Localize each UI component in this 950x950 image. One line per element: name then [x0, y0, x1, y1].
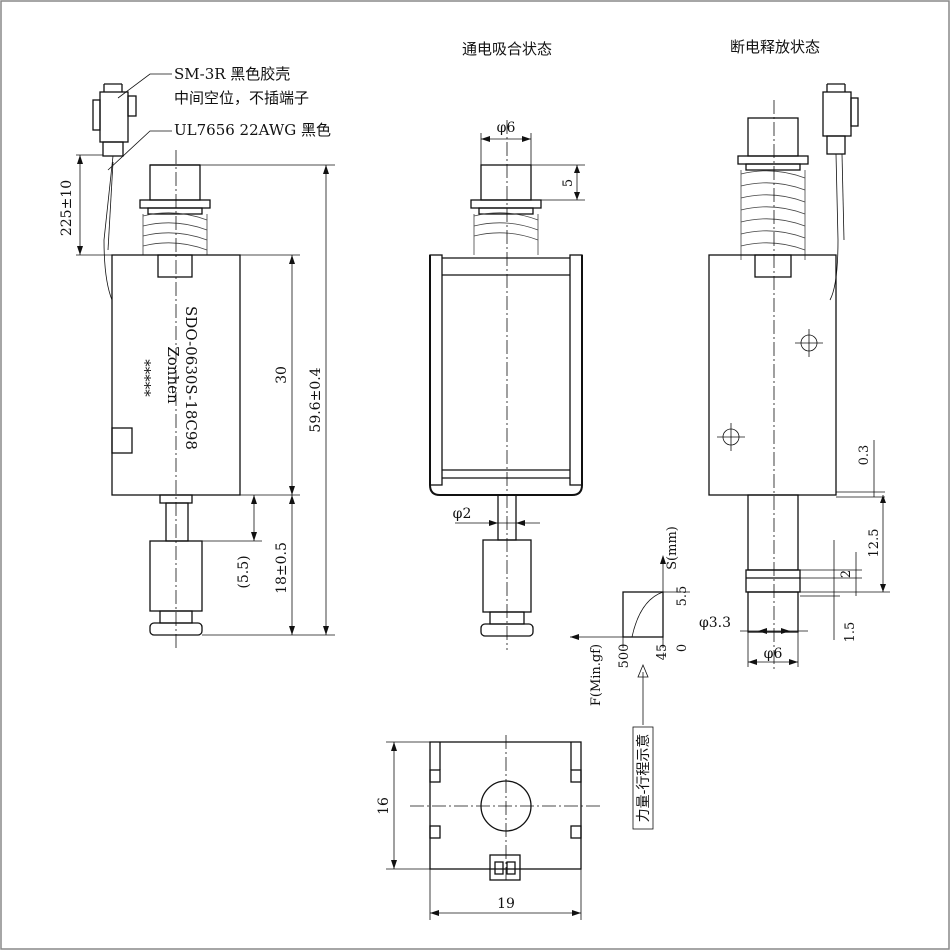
- callout-leader-connector: [117, 73, 172, 99]
- dim-plunger-ref: [202, 495, 262, 542]
- dim-two-label: 2: [839, 570, 854, 578]
- dim-top-stroke: [531, 164, 585, 201]
- solenoid-body-right: [708, 254, 837, 496]
- middle-energized-view: φ6 5 φ2: [429, 120, 585, 650]
- mount-hole-icon: [717, 423, 745, 451]
- dim-lead-length-label: 225±10: [59, 180, 75, 236]
- dim-side-width-label: 19: [497, 896, 515, 912]
- connector-icon: [92, 83, 137, 157]
- dim-stroke-total-label: 12.5: [867, 529, 882, 558]
- left-front-view: Zonhen SDO-0630S-18C98 ***** 225±10: [59, 73, 335, 650]
- callout-connector-model: SM-3R 黑色胶壳: [174, 65, 290, 83]
- connector-icon: [489, 854, 521, 881]
- dim-plunger-length-label: 18±0.5: [274, 542, 290, 594]
- dim-total-length: [200, 164, 335, 636]
- mount-hole-icon: [795, 329, 823, 357]
- spring-icon: [740, 170, 806, 260]
- dim-shaft-dia-label: φ2: [453, 506, 472, 522]
- connector-icon: [822, 83, 859, 155]
- dim-gap: [836, 440, 885, 498]
- chart-x-axis-label: F(Min.gf): [589, 644, 604, 706]
- dim-bottom-dia-label: φ6: [764, 646, 783, 662]
- dim-body-length-label: 30: [274, 366, 290, 384]
- wire-lead: [103, 155, 114, 301]
- dim-two: [800, 552, 862, 596]
- dim-shaft-dia: [455, 520, 540, 526]
- dim-bottom-dia: [747, 632, 799, 667]
- callout-connector-note: 中间空位，不插端子: [174, 89, 309, 107]
- chart-x-tick-45: 45: [655, 644, 670, 661]
- callout-leader-wire: [107, 130, 172, 171]
- dim-end-dia: [740, 628, 808, 634]
- bottom-side-view: 16 19: [376, 735, 600, 920]
- brand-text: Zonhen: [164, 346, 182, 404]
- chart-caption: 力量-行程示意: [635, 734, 652, 823]
- chart-y-axis-label: S(mm): [665, 526, 680, 570]
- dim-plunger-ref-label: (5.5): [236, 555, 252, 588]
- serial-text: *****: [136, 359, 154, 397]
- caption-arrow: [637, 663, 649, 725]
- dim-one-five: [800, 540, 840, 640]
- spring-icon: [142, 212, 208, 255]
- dim-one-five-label: 1.5: [843, 622, 858, 643]
- dim-end-dia-label: φ3.3: [699, 615, 731, 631]
- dim-top-stroke-label: 5: [561, 179, 576, 187]
- title-deenergized: 断电释放状态: [730, 38, 820, 56]
- title-energized: 通电吸合状态: [462, 40, 552, 58]
- model-text: SDO-0630S-18C98: [182, 306, 200, 450]
- chart-y-zero-label: 0: [675, 644, 690, 652]
- dim-side-width: [429, 869, 582, 920]
- dim-side-height-label: 16: [376, 797, 392, 815]
- callout-wire-spec: UL7656 22AWG 黑色: [174, 121, 331, 139]
- dim-top-dia: [480, 133, 532, 165]
- dim-total-length-label: 59.6±0.4: [308, 367, 324, 432]
- dim-gap-label: 0.3: [857, 445, 872, 466]
- dim-body-length: [240, 254, 300, 496]
- dim-lead-length: [76, 154, 112, 256]
- dim-side-height: [386, 741, 430, 870]
- chart-x-tick-500: 500: [617, 644, 632, 669]
- dim-plunger-length: [289, 495, 295, 635]
- spring-icon: [473, 212, 539, 255]
- force-stroke-chart: [570, 555, 690, 648]
- dim-top-dia-label: φ6: [497, 120, 516, 136]
- right-deenergized-view: 0.3 12.5 2 1.5 φ3.3: [699, 83, 890, 670]
- dim-stroke-total: [800, 495, 890, 593]
- chart-y-tick-label: 5.5: [675, 586, 690, 607]
